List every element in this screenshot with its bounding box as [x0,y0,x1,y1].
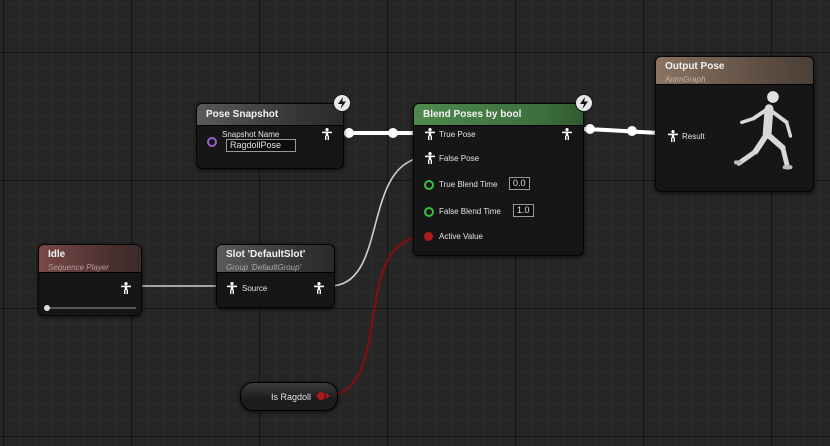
node-subtitle: Group 'DefaultGroup' [226,263,302,272]
playback-progress-knob[interactable] [44,305,50,311]
snapshot-name-field[interactable]: RagdollPose [226,139,296,152]
pose-output-pin-icon[interactable] [562,128,572,140]
result-pin-icon[interactable] [668,130,678,142]
pin-label: Active Value [439,232,483,241]
playback-progress-track[interactable] [46,307,136,309]
node-header: Idle Sequence Player [39,245,141,273]
false-pose-pin-icon[interactable] [425,152,435,164]
node-title: Blend Poses by bool [423,109,522,120]
pin-label: True Pose [439,130,476,139]
slot-node[interactable]: Slot 'DefaultSlot' Group 'DefaultGroup' … [216,244,335,308]
wire-knot [627,126,637,136]
pose-output-pin-icon[interactable] [121,282,131,294]
pose-output-pin-icon[interactable] [314,282,324,294]
output-pose-node[interactable]: Output Pose AnimGraph Result [655,56,814,192]
node-subtitle: Sequence Player [48,263,109,272]
pin-label: True Blend Time [439,180,498,189]
mannequin-running-icon [733,91,793,170]
wire-knot [388,128,398,138]
true-blend-time-field[interactable]: 0.0 [509,177,530,190]
node-header: Output Pose AnimGraph [656,57,813,85]
node-title: Slot 'DefaultSlot' [226,249,306,260]
is-ragdoll-variable-node[interactable]: Is Ragdoll [240,382,338,411]
node-header: Pose Snapshot [197,104,343,126]
pin-label: False Blend Time [439,207,501,216]
wire-knot [344,128,354,138]
pin-label: Snapshot Name [222,130,280,139]
bolt-icon [333,94,351,112]
pose-snapshot-node[interactable]: Pose Snapshot Snapshot Name RagdollPose [196,103,344,169]
true-pose-pin-icon[interactable] [425,128,435,140]
false-blend-time-field[interactable]: 1.0 [513,204,534,217]
pose-output-pin-icon[interactable] [322,128,332,140]
wire-knot [585,124,595,134]
bool-output-pin-arrow [326,393,330,399]
node-subtitle: AnimGraph [665,75,706,84]
active-value-pin[interactable] [424,232,433,241]
bool-output-pin[interactable] [317,392,325,400]
source-pin-icon[interactable] [227,282,237,294]
wire-isragdoll-to-active [321,235,429,398]
true-blend-time-pin[interactable] [424,180,434,190]
pin-label: False Pose [439,154,480,163]
node-title: Pose Snapshot [206,109,279,120]
variable-name: Is Ragdoll [271,392,312,402]
node-header: Slot 'DefaultSlot' Group 'DefaultGroup' [217,245,334,273]
snapshot-name-pin[interactable] [207,137,217,147]
node-title: Idle [48,249,66,260]
pin-label: Result [682,132,705,141]
false-blend-time-pin[interactable] [424,207,434,217]
bolt-icon [575,94,593,112]
blend-poses-by-bool-node[interactable]: Blend Poses by bool True Pose False Pose… [413,103,584,256]
node-title: Output Pose [665,61,725,72]
wire-slot-to-false-pose [329,156,429,287]
pin-label: Source [242,284,268,293]
node-header: Blend Poses by bool [414,104,583,126]
idle-sequence-player-node[interactable]: Idle Sequence Player [38,244,142,316]
